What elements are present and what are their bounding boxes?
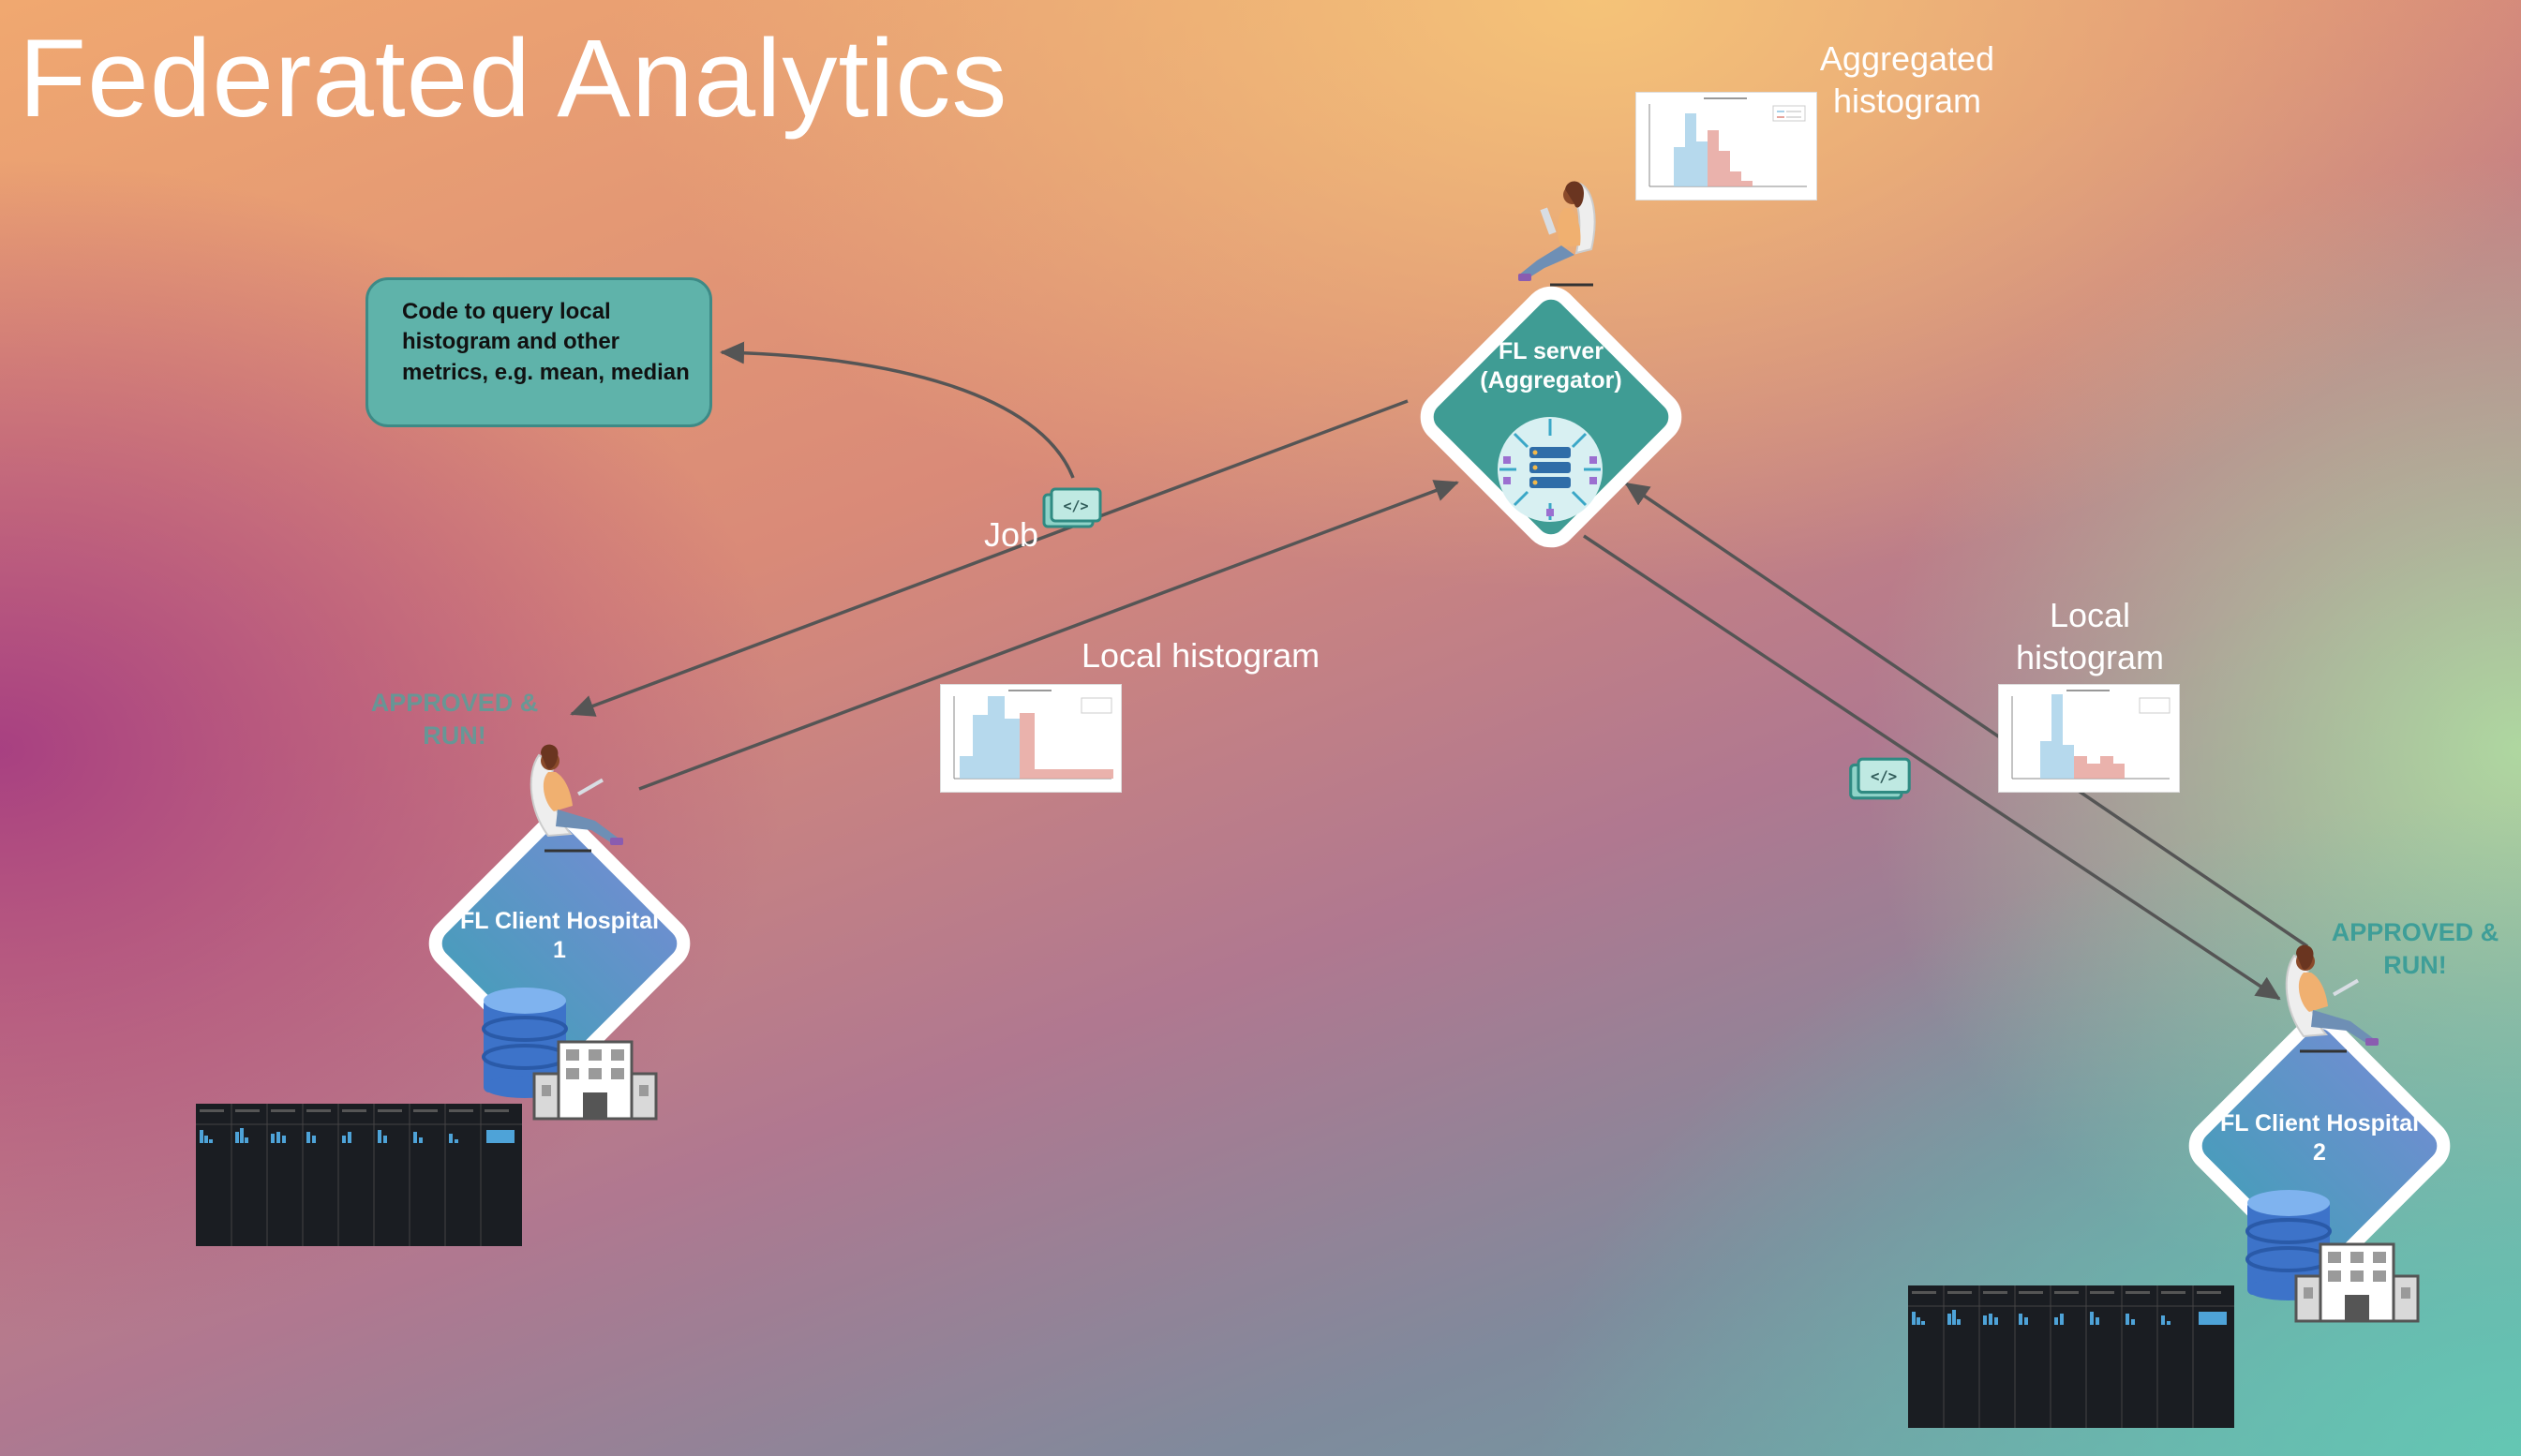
fl-server-label: FL server (Aggregator)	[1480, 338, 1622, 394]
fl-client-label-hospital2: FL Client Hospital 2	[2219, 1110, 2420, 1166]
person-laptop-icon-server	[1518, 181, 1596, 287]
approved-run-label-hospital1: APPROVED & RUN!	[370, 689, 539, 750]
arrow-job-to-note	[720, 341, 1075, 479]
query-code-note: Code to query local histogram and other …	[365, 277, 712, 427]
svg-text:</>: </>	[1063, 498, 1088, 514]
arrow-client2-to-server	[1624, 482, 2308, 948]
local-histogram-label-left: Local histogram	[1081, 636, 1320, 675]
arrow-client1-to-server	[638, 480, 1459, 791]
fl-client-label-hospital1: FL Client Hospital 1	[459, 908, 660, 964]
server-network-icon	[1498, 417, 1603, 522]
job-label: Job	[984, 515, 1039, 554]
aggregated-histogram-label: Aggregated histogram	[1819, 39, 1995, 120]
page-title: Federated Analytics	[19, 17, 1008, 141]
person-laptop-icon-hospital1	[530, 744, 623, 853]
local-histogram-label-right: Local histogram	[2015, 596, 2165, 676]
hospital-building-icon-hospital1	[532, 1040, 658, 1121]
fl-server-node	[1420, 286, 1682, 548]
data-table-thumbnail-hospital1	[196, 1104, 522, 1246]
code-folder-icon: </>	[1042, 487, 1102, 528]
arrow-server-to-client2	[1583, 534, 2281, 1001]
person-laptop-icon-hospital2	[2285, 944, 2379, 1053]
local-histogram-thumbnail-hospital2	[1998, 684, 2180, 793]
data-table-thumbnail-hospital2	[1908, 1285, 2234, 1428]
local-histogram-thumbnail-hospital1	[940, 684, 1122, 793]
aggregated-histogram-thumbnail	[1635, 92, 1817, 201]
svg-text:</>: </>	[1871, 768, 1897, 785]
arrow-job-to-client1	[570, 399, 1409, 717]
approved-run-label-hospital2: APPROVED & RUN!	[2331, 918, 2499, 980]
hospital-building-icon-hospital2	[2294, 1242, 2420, 1323]
code-folder-icon-2: </>	[1849, 757, 1911, 800]
